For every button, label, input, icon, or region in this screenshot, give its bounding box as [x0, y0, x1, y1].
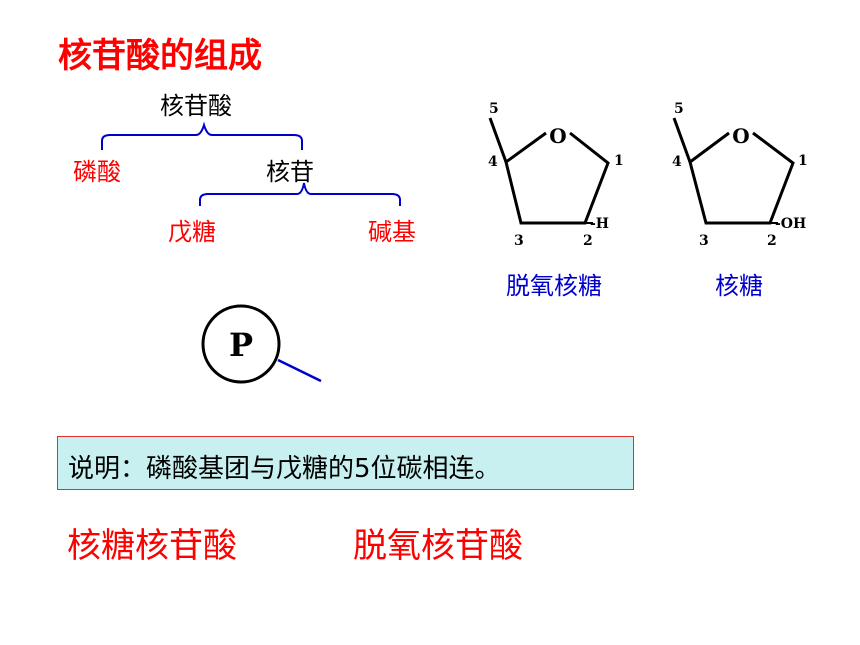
lower-brace [199, 182, 401, 206]
tree-root-label: 核苷酸 [160, 92, 232, 120]
upper-brace [101, 121, 303, 150]
page-title: 核苷酸的组成 [58, 36, 262, 76]
ring2-pos-3: 3 [699, 233, 709, 249]
note-box: 说明：磷酸基团与戊糖的5位碳相连。 [57, 436, 634, 490]
phosphate-bond [277, 358, 322, 383]
tree-pentose-label: 戊糖 [168, 218, 216, 246]
ring2-substituent: -OH [775, 216, 806, 232]
ring1-oxygen: O [549, 124, 566, 148]
ring2-pos-5: 5 [674, 101, 684, 117]
deoxyribose-label: 脱氧核糖 [506, 272, 602, 300]
ring1-pos-5: 5 [489, 101, 499, 117]
ring1-pos-3: 3 [514, 233, 524, 249]
phosphate-symbol: P [229, 326, 253, 364]
ring1-pos-4: 4 [488, 154, 498, 170]
phosphate-group: P [201, 304, 322, 384]
tree-phosphate-label: 磷酸 [73, 158, 121, 186]
tree-nucleoside-label: 核苷 [266, 158, 314, 186]
ring1-substituent: -H [590, 216, 609, 232]
ring1-c5-bond [488, 117, 508, 163]
ring2-oxygen: O [732, 124, 749, 148]
ring2-pos-1: 1 [798, 153, 808, 169]
ring1-pos-1: 1 [614, 153, 624, 169]
ring2-pos-2: 2 [767, 233, 777, 249]
ring2-bonds [688, 131, 795, 225]
ring2-c5-bond [672, 117, 692, 163]
ribonucleotide-label: 核糖核苷酸 [67, 526, 237, 566]
ring2-pos-4: 4 [672, 154, 682, 170]
tree-base-label: 碱基 [368, 218, 416, 246]
ring1-bonds [504, 131, 610, 225]
phosphate-circle [201, 304, 281, 384]
ribose-ring: O 1 2 3 4 5 -OH [672, 101, 808, 249]
deoxyribose-ring: O 1 2 3 4 5 -H [488, 101, 624, 249]
note-text: 说明：磷酸基团与戊糖的5位碳相连。 [68, 454, 501, 484]
ribose-label: 核糖 [715, 272, 763, 300]
deoxyribonucleotide-label: 脱氧核苷酸 [353, 526, 523, 566]
ring1-pos-2: 2 [583, 233, 593, 249]
